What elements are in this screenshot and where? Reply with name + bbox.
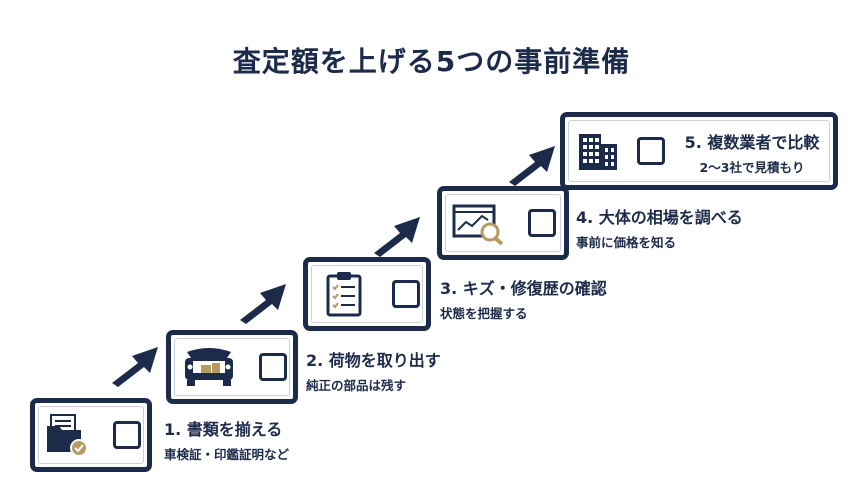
step-5-box: 5. 複数業者で比較 2〜3社で見積もり	[560, 112, 838, 190]
step-4-title: 4. 大体の相場を調べる	[576, 208, 743, 227]
step-3-title: 3. キズ・修復歴の確認	[440, 279, 607, 298]
step-2-title: 2. 荷物を取り出す	[306, 351, 441, 370]
step-1-text: 1. 書類を揃える 車検証・印鑑証明など	[164, 416, 289, 463]
step-4-text: 4. 大体の相場を調べる 事前に価格を知る	[576, 204, 743, 251]
step-5-title: 5. 複数業者で比較	[684, 133, 820, 152]
arrow-icon	[112, 347, 158, 387]
step-3-text: 3. キズ・修復歴の確認 状態を把握する	[440, 275, 607, 322]
step-5-sub: 2〜3社で見積もり	[699, 160, 805, 175]
step-4-checkbox[interactable]	[528, 209, 556, 237]
chart-magnifier-icon	[452, 204, 504, 246]
step-1-title: 1. 書類を揃える	[164, 420, 283, 439]
car-trunk-open-icon	[185, 348, 233, 386]
step-2-checkbox[interactable]	[259, 353, 287, 381]
step-3-box	[303, 257, 431, 331]
clipboard-checklist-icon	[326, 272, 362, 317]
office-building-icon	[579, 134, 617, 170]
arrow-icon	[240, 284, 286, 324]
step-1-box	[30, 398, 152, 472]
step-3-checkbox[interactable]	[392, 280, 420, 308]
step-1-checkbox[interactable]	[113, 421, 141, 449]
step-2-box	[166, 330, 298, 404]
step-2-sub: 純正の部品は残す	[306, 378, 407, 393]
step-4-box	[437, 186, 569, 260]
arrow-icon	[374, 217, 420, 257]
page-title: 査定額を上げる5つの事前準備	[232, 45, 631, 78]
arrow-icon	[509, 146, 555, 186]
step-1-sub: 車検証・印鑑証明など	[164, 447, 290, 462]
step-4-sub: 事前に価格を知る	[576, 235, 677, 250]
step-2-text: 2. 荷物を取り出す 純正の部品は残す	[306, 347, 441, 394]
step-3-sub: 状態を把握する	[440, 306, 528, 321]
document-folder-check-icon	[47, 414, 88, 457]
step-5-checkbox[interactable]	[637, 137, 665, 165]
step-5-text: 5. 複数業者で比較 2〜3社で見積もり	[677, 129, 827, 176]
